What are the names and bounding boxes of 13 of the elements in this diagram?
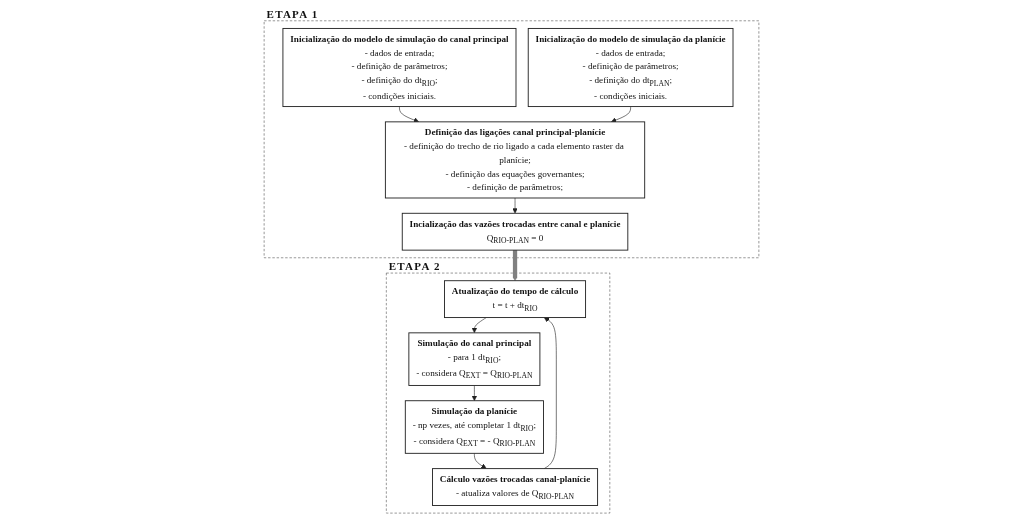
cluster bbox=[386, 272, 611, 514]
node-box: Simulação do canal principal - para 1 dt$_{RIO}$; - considera Q$_{EXT}$ = Q$_{RIO-PLAN}$ bbox=[408, 332, 541, 386]
node-box: Incialização das vazões trocadas entre canal e planície Q$_{RIO-PLAN}$ = 0 bbox=[401, 212, 629, 251]
node-box: Simulação da planície - np vezes, até completar 1 dt$_{RIO}$; - considera Q$_{EXT}$ = - Q$_{RIO-PLAN}$ bbox=[404, 400, 544, 454]
node-label: ETAPA 1 bbox=[266, 7, 319, 21]
arrow bbox=[512, 249, 518, 281]
node-label: ETAPA 2 bbox=[388, 260, 441, 273]
cluster bbox=[263, 20, 760, 259]
node-box: Definição das ligações canal principal-planície - definição do trecho de rio ligado a cada elemento raster da planície; - definição das equações governantes; - definição de parâmetros; bbox=[384, 121, 646, 199]
node-box: Cálculo vazões trocadas canal-planície - atualiza valores de Q$_{RIO-PLAN}$ bbox=[432, 468, 599, 506]
node-box: Inicialização do modelo de simulação do canal principal - dados de entrada; - definição de parâmetros; - definição do dt$_{RIO}$; - condições iniciais. bbox=[282, 28, 517, 108]
node-box: Atualização do tempo de cálculo t = t + dt$_{RIO}$ bbox=[444, 280, 587, 318]
node-box: Inicialização do modelo de simulação da planície - dados de entrada; - definição de parâmetros; - definição do dt$_{PLAN}$; - condições iniciais. bbox=[527, 28, 734, 108]
